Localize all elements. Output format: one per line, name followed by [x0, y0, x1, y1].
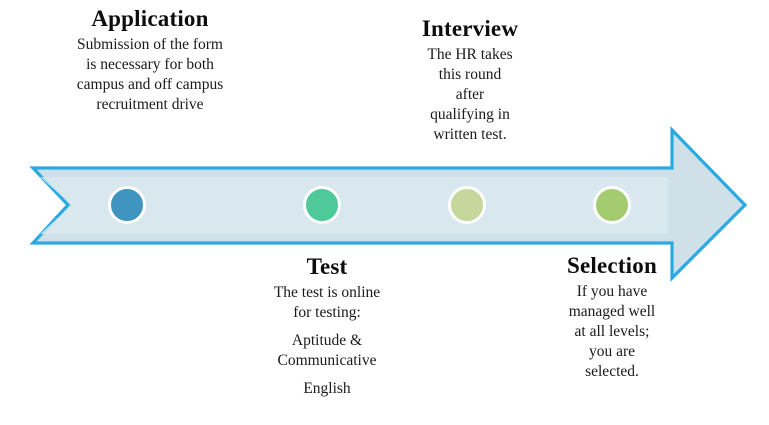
description-spacer — [207, 323, 447, 331]
stage-interview-title: Interview — [421, 16, 519, 41]
milestone-selection-node — [593, 186, 631, 224]
stage-application-title: Application — [91, 6, 209, 31]
stage-application-description: Submission of the form is necessary for b… — [25, 35, 275, 116]
description-line: managed well — [568, 302, 656, 320]
description-line: at all levels; — [574, 323, 650, 341]
stage-test-description: The test is online for testing: Aptitude &… — [207, 283, 447, 400]
description-line: The HR takes — [427, 45, 513, 63]
description-line: Communicative — [277, 352, 377, 370]
stage-test-title: Test — [306, 254, 348, 279]
description-line: qualifying in — [430, 106, 510, 124]
description-line: If you have — [576, 282, 648, 300]
description-line: Aptitude & — [291, 332, 363, 350]
description-line: campus and off campus — [76, 76, 224, 94]
description-line: selected. — [585, 363, 639, 381]
description-line: after — [455, 86, 485, 104]
stage-interview-description: The HR takes this round after qualifying in… — [365, 45, 575, 146]
stage-selection-description: If you have managed well at all levels; you… — [507, 282, 717, 383]
description-line: for testing: — [293, 303, 361, 321]
description-line: Submission of the form — [77, 35, 223, 53]
stage-interview: Interview The HR takes this round after qua… — [365, 16, 575, 145]
milestone-application-node — [108, 186, 146, 224]
description-line: is necessary for both — [86, 55, 214, 73]
description-line: this round — [438, 65, 502, 83]
stage-selection-title: Selection — [567, 253, 657, 278]
milestone-interview-node — [448, 186, 486, 224]
description-line: recruitment drive — [96, 96, 204, 114]
stage-selection: Selection If you have managed well at all … — [507, 253, 717, 382]
description-line: you are — [588, 343, 636, 361]
milestone-test-node — [303, 186, 341, 224]
stage-application: Application Submission of the form is nec… — [25, 6, 275, 115]
description-spacer — [207, 371, 447, 379]
description-line: The test is online — [273, 283, 381, 301]
description-line: English — [303, 380, 351, 398]
stage-test: Test The test is online for testing: Aptit… — [207, 254, 447, 399]
arrow-inner-highlight — [40, 177, 668, 234]
description-line: written test. — [433, 126, 507, 144]
